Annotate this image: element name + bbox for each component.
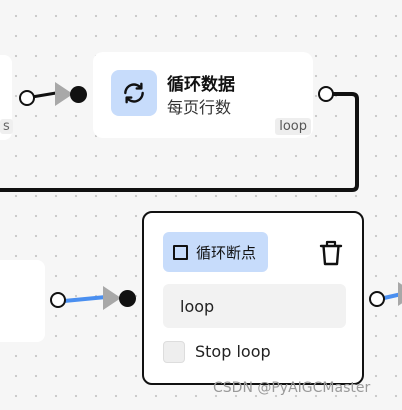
loop-node-title: 循环数据 bbox=[167, 75, 235, 95]
edge-loop-back bbox=[0, 92, 359, 192]
delete-node-button[interactable] bbox=[318, 239, 344, 267]
left-node-tag: s bbox=[0, 119, 13, 134]
loop-break-node[interactable]: 循环断点 Stop loop bbox=[142, 211, 364, 385]
arrow-head-top-icon bbox=[55, 82, 73, 106]
left-node-partial-top[interactable]: s bbox=[0, 55, 13, 140]
trash-icon bbox=[319, 240, 343, 266]
left-node-partial-bottom[interactable] bbox=[0, 260, 45, 342]
output-port-break[interactable] bbox=[369, 291, 385, 307]
input-port-loop[interactable] bbox=[70, 86, 87, 103]
output-port-left-top[interactable] bbox=[19, 90, 35, 106]
output-port-loop[interactable] bbox=[318, 86, 334, 102]
watermark: CSDN @PyAIGCMaster bbox=[213, 380, 371, 396]
square-icon bbox=[173, 244, 188, 260]
refresh-icon bbox=[124, 82, 144, 104]
arrow-head-right-icon bbox=[398, 282, 402, 306]
input-port-break[interactable] bbox=[119, 290, 136, 307]
loop-node-tag: loop bbox=[275, 118, 311, 135]
output-port-left-bottom[interactable] bbox=[50, 292, 66, 308]
stop-loop-checkbox[interactable] bbox=[163, 341, 185, 363]
loop-name-input[interactable] bbox=[163, 284, 346, 328]
loop-break-label: 循环断点 bbox=[196, 243, 257, 262]
loop-node[interactable]: 循环数据 每页行数 loop bbox=[93, 52, 313, 138]
loop-node-subtitle: 每页行数 bbox=[167, 98, 232, 117]
edge-top-input bbox=[31, 91, 57, 99]
loop-icon-box bbox=[111, 70, 157, 116]
arrow-head-bottom-icon bbox=[103, 286, 121, 310]
edge-break-input bbox=[63, 295, 107, 303]
loop-break-chip[interactable]: 循环断点 bbox=[163, 232, 269, 272]
stop-loop-label: Stop loop bbox=[195, 342, 271, 361]
